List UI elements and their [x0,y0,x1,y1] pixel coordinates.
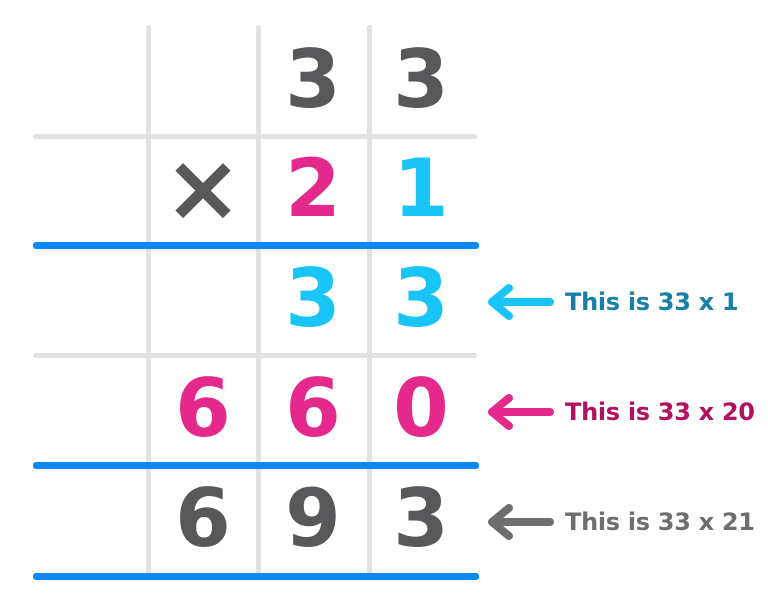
left-arrow-icon [488,394,554,430]
separator-line-under-partial-1 [33,353,477,358]
digit-partial2-hundreds: 6 [175,362,231,455]
digit-partial1-ones: 3 [393,252,449,345]
grid-vline-3 [367,25,372,578]
digit-partial2-ones: 0 [393,362,449,455]
annotation-33x21: This is 33 x 21 [484,500,755,544]
digit-top-factor-ones: 3 [393,33,449,126]
separator-line-under-top-factor [33,134,477,139]
equals-line-1 [33,242,479,249]
annotation-33x1-label: This is 33 x 1 [565,288,739,316]
digit-partial2-tens: 6 [285,362,341,455]
grid-vline-1 [146,25,151,578]
equals-line-2 [33,462,479,469]
digit-product-tens: 9 [285,472,341,565]
digit-product-ones: 3 [393,472,449,565]
digit-top-factor-tens: 3 [285,33,341,126]
left-arrow-icon [488,504,554,540]
annotation-33x1: This is 33 x 1 [484,280,739,324]
digit-bottom-factor-tens: 2 [285,142,341,235]
multiply-sign: × [163,134,243,243]
annotation-33x20-label: This is 33 x 20 [565,398,755,426]
annotation-33x20: This is 33 x 20 [484,390,755,434]
equals-line-3 [33,573,479,580]
digit-bottom-factor-ones: 1 [393,142,449,235]
digit-product-hundreds: 6 [175,472,231,565]
left-arrow-icon [488,284,554,320]
annotation-33x21-label: This is 33 x 21 [565,508,755,536]
grid-vline-2 [256,25,261,578]
digit-partial1-tens: 3 [285,252,341,345]
